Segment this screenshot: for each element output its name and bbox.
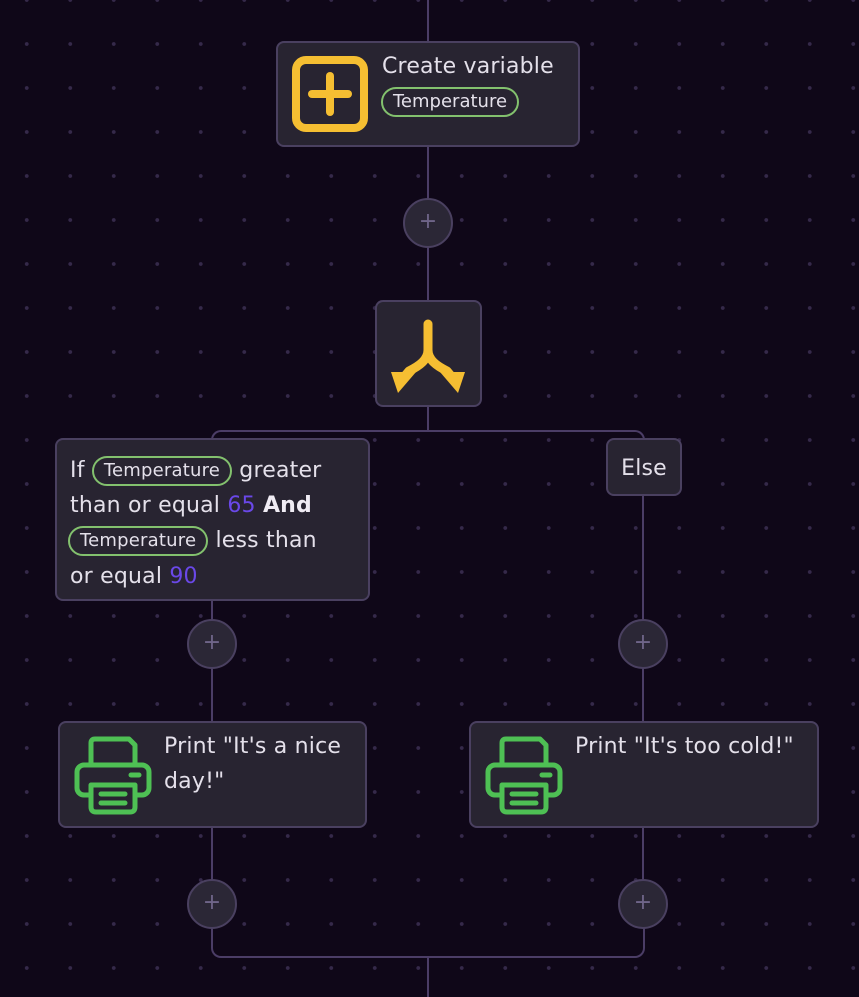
connector-line xyxy=(642,826,644,906)
condition-line-4: or equal 90 xyxy=(70,559,198,594)
operator-text: greater xyxy=(239,458,322,483)
split-arrows-icon xyxy=(391,319,465,393)
print-node[interactable]: Print "It's a nice day!" xyxy=(58,721,367,828)
print-text-line: Print "It's a nice xyxy=(164,734,342,759)
connector-line xyxy=(211,826,213,906)
printer-icon xyxy=(74,736,152,815)
add-step-button[interactable]: + xyxy=(618,619,668,669)
else-label: Else xyxy=(621,456,667,481)
print-node[interactable]: Print "It's too cold!" xyxy=(469,721,819,828)
variable-pill[interactable]: Temperature xyxy=(381,87,520,117)
and-keyword: And xyxy=(262,493,312,518)
connector-line xyxy=(427,404,429,431)
branch-merge-connector xyxy=(211,900,645,958)
branch-node[interactable] xyxy=(375,300,482,407)
add-step-button[interactable]: + xyxy=(618,879,668,929)
printer-icon xyxy=(485,736,563,815)
print-text-line: Print "It's too cold!" xyxy=(575,734,794,759)
print-text-line: day!" xyxy=(164,769,225,794)
number-value[interactable]: 65 xyxy=(227,493,256,518)
print-text: Print "It's too cold!" xyxy=(575,729,794,764)
condition-line-3: Temperature less than xyxy=(68,523,317,558)
add-step-button[interactable]: + xyxy=(403,198,453,248)
else-node[interactable]: Else xyxy=(606,438,682,496)
add-square-icon xyxy=(292,56,368,132)
operator-text: than or equal xyxy=(70,493,221,518)
if-keyword: If xyxy=(70,458,85,483)
create-variable-node[interactable]: Create variable Temperature xyxy=(276,41,580,147)
variable-pill[interactable]: Temperature xyxy=(91,456,233,486)
add-step-button[interactable]: + xyxy=(187,619,237,669)
operator-text: less than xyxy=(215,528,317,553)
add-step-button[interactable]: + xyxy=(187,879,237,929)
print-text: Print "It's a nice day!" xyxy=(164,729,341,799)
number-value[interactable]: 90 xyxy=(169,564,198,589)
operator-text: or equal xyxy=(70,564,163,589)
if-condition-node[interactable]: If Temperature greater than or equal 65 … xyxy=(55,438,370,601)
connector-line xyxy=(642,494,644,724)
condition-line-2: than or equal 65 And xyxy=(70,488,312,523)
variable-pill[interactable]: Temperature xyxy=(68,526,209,556)
node-title: Create variable xyxy=(382,54,554,79)
connector-line xyxy=(427,956,429,997)
connector-line xyxy=(427,0,429,43)
condition-line-1: If Temperature greater xyxy=(70,453,321,488)
